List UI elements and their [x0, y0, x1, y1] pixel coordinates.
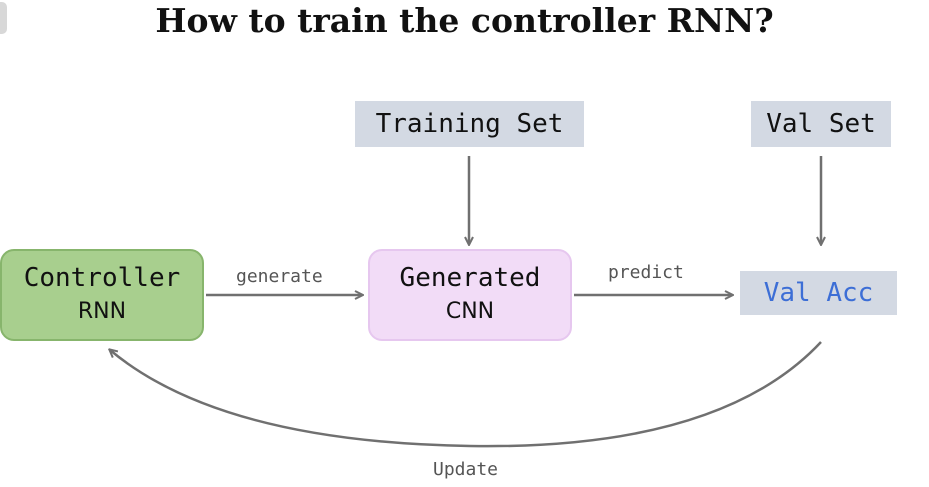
page-title: How to train the controller RNN?	[155, 1, 774, 40]
generated-label-line1: Generated	[399, 263, 541, 293]
controller-label-line1: Controller	[23, 263, 181, 293]
generated-label-line2: CNN	[445, 299, 495, 324]
update-edge-label: Update	[433, 459, 499, 480]
controller-label-line2: RNN	[77, 299, 127, 324]
training-set-node: Training Set	[355, 101, 584, 147]
predict-edge-label: predict	[608, 262, 684, 283]
corner-tab	[0, 2, 7, 34]
arrow-update	[110, 341, 822, 448]
val-acc-label: Val Acc	[763, 278, 874, 308]
generate-edge-label: generate	[236, 266, 323, 287]
val-acc-node: Val Acc	[740, 271, 897, 315]
val-set-node: Val Set	[751, 101, 891, 147]
controller-rnn-node: Controller RNN	[0, 249, 204, 341]
training-set-label: Training Set	[375, 109, 564, 139]
val-set-label: Val Set	[766, 109, 876, 139]
generated-cnn-node: Generated CNN	[368, 249, 572, 341]
